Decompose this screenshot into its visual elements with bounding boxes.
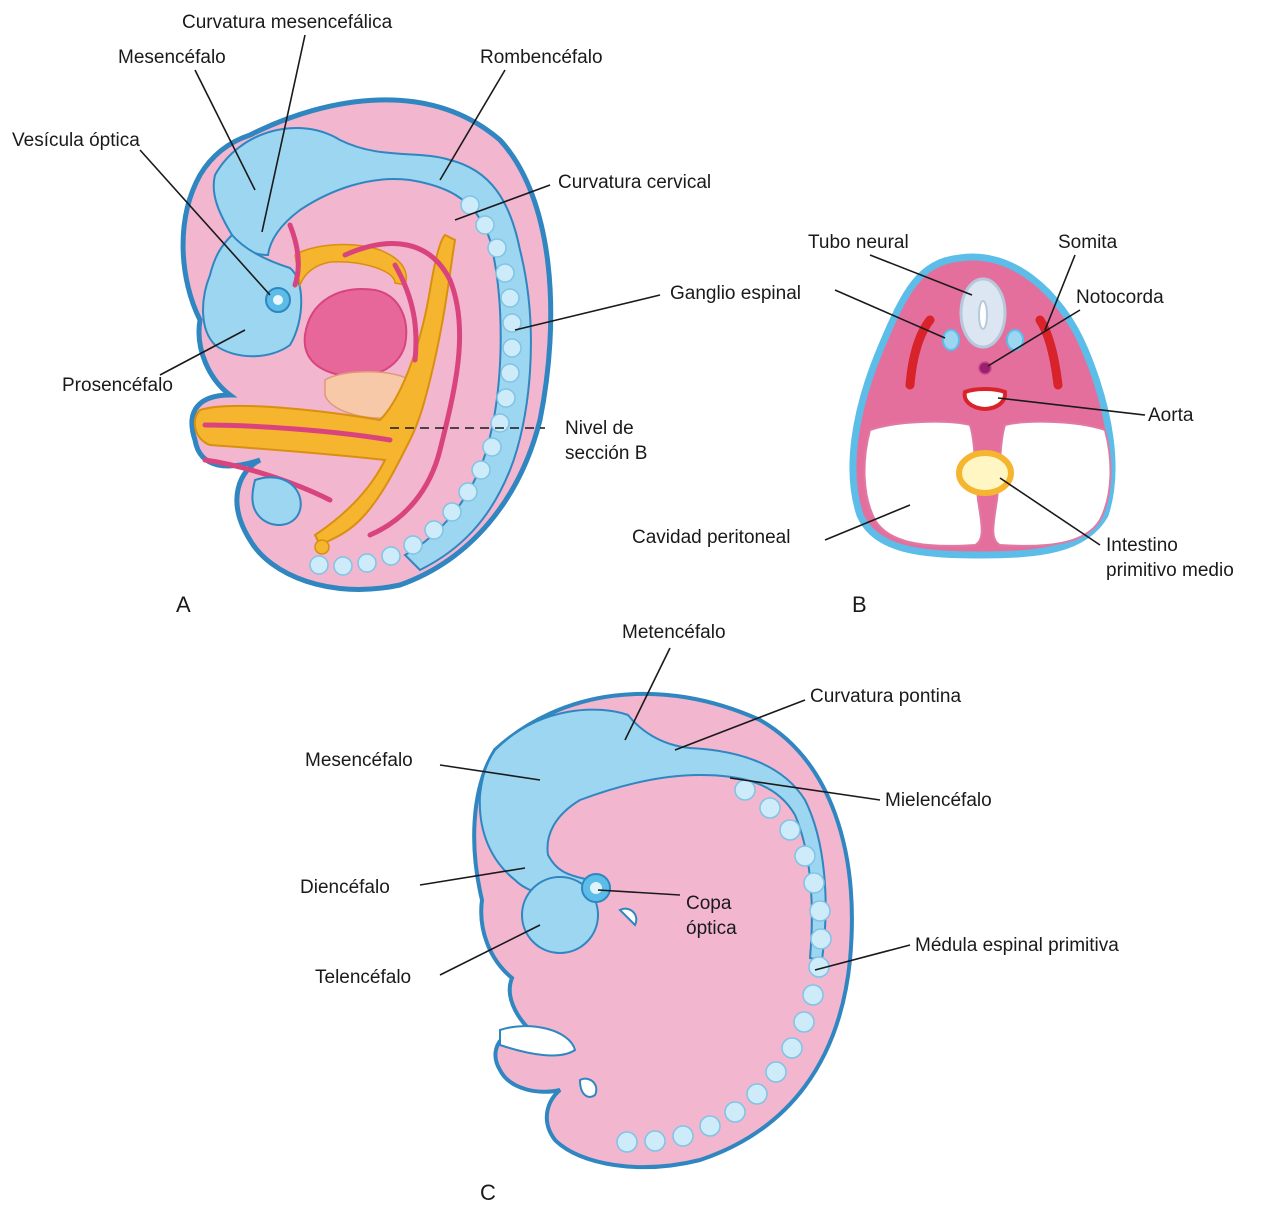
label-curvatura-mesencefalica: Curvatura mesencefálica <box>182 12 392 34</box>
label-cavidad-peritoneal: Cavidad peritoneal <box>632 527 790 549</box>
section-b-aorta <box>965 389 1005 409</box>
label-vesicula-optica: Vesícula óptica <box>12 130 140 152</box>
panel-label-a: A <box>176 592 191 618</box>
label-ganglio-espinal: Ganglio espinal <box>670 283 801 305</box>
panel-label-c: C <box>480 1180 496 1206</box>
label-medula-espinal: Médula espinal primitiva <box>915 935 1119 957</box>
label-copa-optica-2: óptica <box>686 918 737 940</box>
label-intestino-1: Intestino <box>1106 535 1178 557</box>
label-nivel-seccion-1: Nivel de <box>565 418 634 440</box>
embryo-a <box>183 100 551 590</box>
label-metencefalo: Metencéfalo <box>622 622 726 644</box>
section-b-spinal-ganglion <box>943 330 959 350</box>
label-curvatura-pontina: Curvatura pontina <box>810 686 961 708</box>
section-b-midgut <box>959 453 1011 493</box>
label-rombencefalo: Rombencéfalo <box>480 47 603 69</box>
label-mesencefalo-c: Mesencéfalo <box>305 750 413 772</box>
label-prosencefalo: Prosencéfalo <box>62 375 173 397</box>
label-tubo-neural: Tubo neural <box>808 232 909 254</box>
label-telencefalo: Telencéfalo <box>315 967 411 989</box>
label-aorta: Aorta <box>1148 405 1193 427</box>
label-diencefalo: Diencéfalo <box>300 877 390 899</box>
section-b-notochord <box>979 362 991 374</box>
panel-label-b: B <box>852 592 867 618</box>
label-notocorda: Notocorda <box>1076 287 1164 309</box>
label-nivel-seccion-2: sección B <box>565 443 647 465</box>
label-mesencefalo-a: Mesencéfalo <box>118 47 226 69</box>
label-copa-optica-1: Copa <box>686 893 731 915</box>
label-somita: Somita <box>1058 232 1117 254</box>
label-intestino-2: primitivo medio <box>1106 560 1234 582</box>
label-curvatura-cervical: Curvatura cervical <box>558 172 711 194</box>
label-mielencefalo: Mielencéfalo <box>885 790 992 812</box>
